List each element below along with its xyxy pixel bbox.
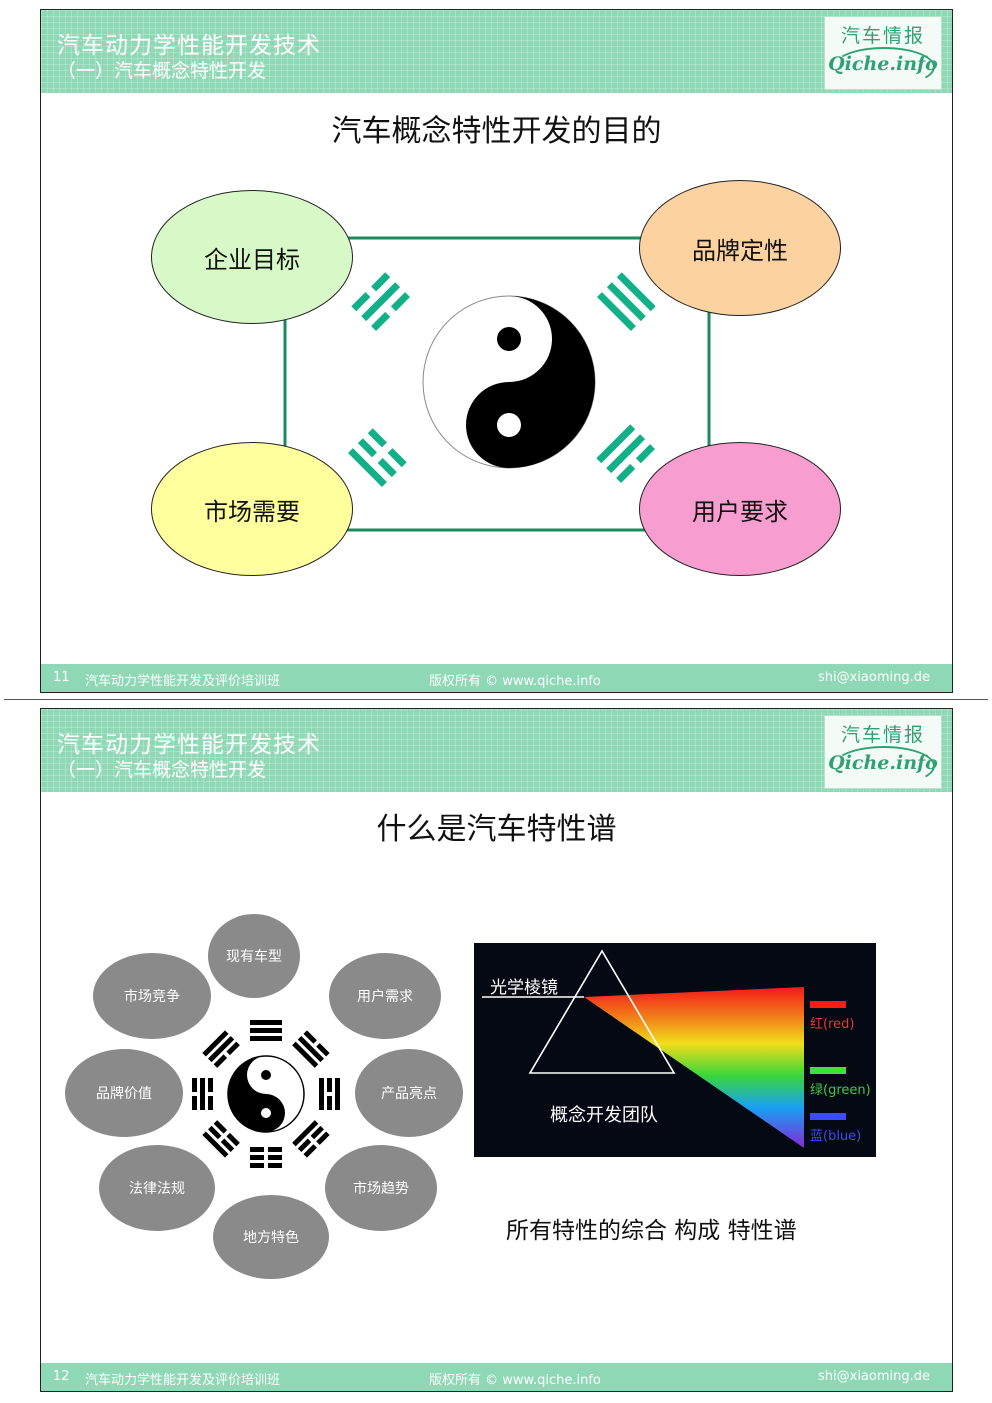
slide-header: 汽车动力学性能开发技术 （一）汽车概念特性开发 汽车情报 Qiche.info [41,709,952,792]
circle-laws-regulations: 法律法规 [99,1145,215,1231]
copyright: 版权所有 © www.qiche.info [429,1373,601,1388]
circle-market-trend: 市场趋势 [325,1145,437,1231]
trigram-icon [596,424,655,483]
course-name: 汽车动力学性能开发及评价培训班 [85,1373,281,1388]
page-number: 12 [53,1369,70,1384]
contact-email: shi@xiaoming.de [818,1369,930,1384]
logo-swoosh-icon [833,746,935,786]
ellipse-enterprise-goal: 企业目标 [151,190,353,324]
circle-local-features: 地方特色 [213,1195,329,1279]
ellipse-label: 品牌定性 [692,236,788,265]
trigram-icon [348,428,407,487]
green-label: 绿(green) [810,1083,871,1098]
copyright: 版权所有 © www.qiche.info [429,674,601,689]
page-number: 11 [53,670,70,685]
page-separator [4,699,988,700]
slide-header: 汽车动力学性能开发技术 （一）汽车概念特性开发 汽车情报 Qiche.info [41,10,952,93]
header-subtitle: （一）汽车概念特性开发 [57,60,267,82]
ellipse-label: 市场需要 [204,497,300,526]
slide-heading: 什么是汽车特性谱 [376,812,617,847]
concept-team-label: 概念开发团队 [550,1105,658,1126]
prism-spectrum-image: 光学棱镜 概念开发团队 红(red) 绿(green) 蓝(blue) [474,943,876,1157]
qiche-logo: 汽车情报 Qiche.info [824,715,942,789]
logo-swoosh-icon [833,47,935,87]
logo-en-text: Qiche.info [828,752,938,774]
contact-email: shi@xiaoming.de [818,670,930,685]
header-title: 汽车动力学性能开发技术 [57,732,321,758]
yin-yang-icon [422,295,596,469]
ellipse-brand-positioning: 品牌定性 [639,180,841,316]
logo-cn-text: 汽车情报 [840,724,925,746]
header-subtitle: （一）汽车概念特性开发 [57,759,267,781]
course-name: 汽车动力学性能开发及评价培训班 [85,674,281,689]
circle-brand-value: 品牌价值 [65,1049,183,1137]
circle-existing-models: 现有车型 [208,914,300,998]
slide-11: 汽车动力学性能开发技术 （一）汽车概念特性开发 汽车情报 Qiche.info … [40,9,953,693]
trigram-icon [351,272,410,331]
qiche-logo: 汽车情报 Qiche.info [824,16,942,90]
circle-market-competition: 市场竞争 [93,953,211,1039]
ellipse-user-requirement: 用户要求 [639,442,841,576]
circle-user-demand: 用户需求 [329,953,441,1039]
prism-label: 光学棱镜 [490,978,558,998]
circle-product-highlights: 产品亮点 [355,1049,463,1137]
ellipse-market-need: 市场需要 [151,442,353,576]
ellipse-label: 用户要求 [692,497,788,526]
spectrum-caption: 所有特性的综合 构成 特性谱 [506,1218,797,1244]
blue-label: 蓝(blue) [810,1129,862,1144]
ellipse-label: 企业目标 [204,245,300,274]
header-title: 汽车动力学性能开发技术 [57,33,321,59]
slide-12: 汽车动力学性能开发技术 （一）汽车概念特性开发 汽车情报 Qiche.info … [40,708,953,1392]
slide-footer: 11 汽车动力学性能开发及评价培训班 版权所有 © www.qiche.info… [41,664,952,692]
diagram-lines [283,236,711,532]
trigram-icon [597,272,656,331]
slide-footer: 12 汽车动力学性能开发及评价培训班 版权所有 © www.qiche.info… [41,1363,952,1391]
red-label: 红(red) [810,1017,855,1032]
slide-heading: 汽车概念特性开发的目的 [331,114,662,149]
logo-en-text: Qiche.info [828,53,938,75]
bagua-center-icon [192,1020,340,1168]
prism-graphic [482,949,846,1148]
logo-cn-text: 汽车情报 [840,25,925,47]
